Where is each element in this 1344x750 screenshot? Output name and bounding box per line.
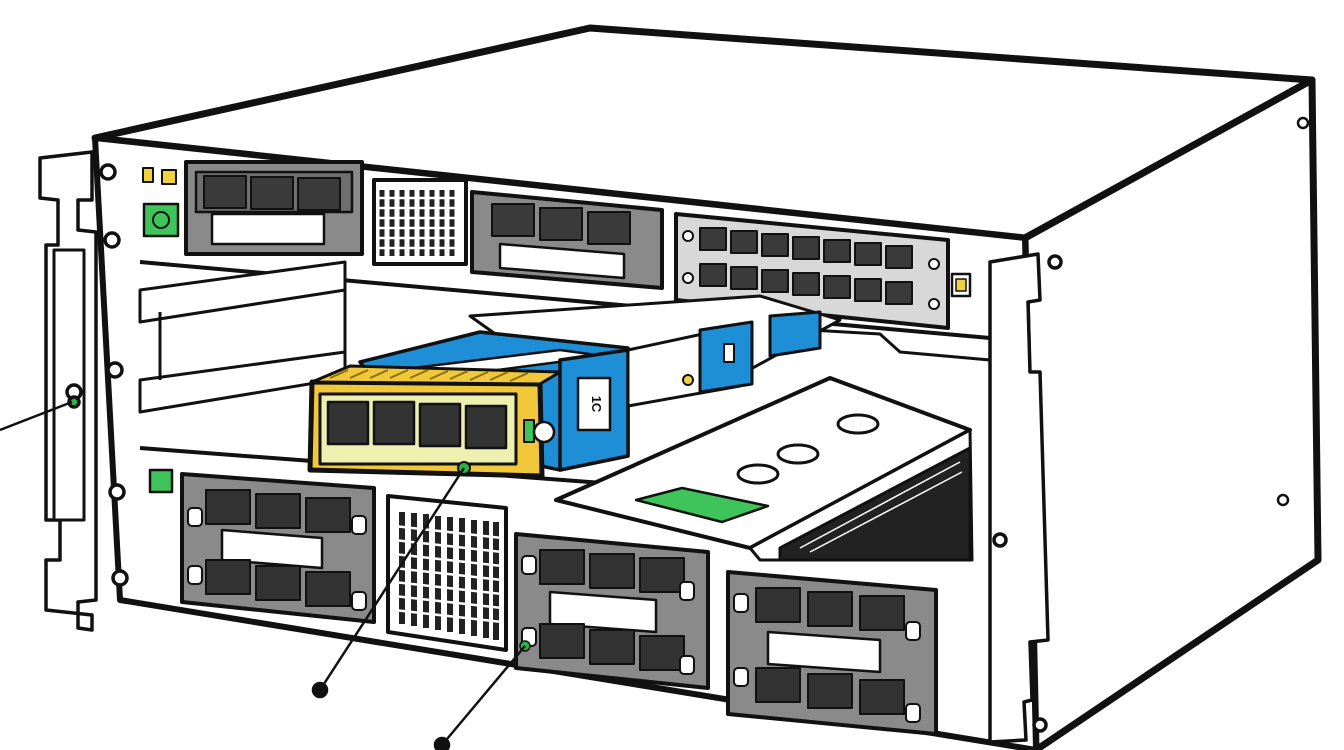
rj45-port-icon bbox=[823, 239, 851, 263]
rj45-module-6port bbox=[180, 472, 376, 624]
rj45-port-icon bbox=[730, 266, 758, 290]
rj45-port-icon bbox=[297, 177, 341, 211]
rj45-port-icon bbox=[792, 236, 820, 260]
rj45-port-icon bbox=[807, 673, 853, 709]
callout-line-adapter bbox=[318, 467, 466, 691]
rj45-adapter-4port bbox=[307, 364, 562, 479]
rj45-port-icon bbox=[305, 497, 351, 533]
rj45-port-icon bbox=[250, 176, 294, 210]
module-label-blank bbox=[210, 212, 326, 246]
rj45-port-icon bbox=[755, 587, 801, 623]
ear-screw-icon bbox=[103, 231, 121, 249]
module-label-blank bbox=[220, 528, 324, 570]
rj45-port-icon bbox=[587, 211, 631, 245]
left-rack-ear bbox=[38, 150, 129, 632]
transceiver-tag bbox=[576, 376, 612, 432]
rj45-port-icon bbox=[255, 493, 301, 529]
vent-grille bbox=[386, 494, 508, 652]
rj45-port-icon bbox=[539, 623, 585, 659]
sled-green-label bbox=[634, 486, 770, 524]
module-label-blank bbox=[498, 242, 626, 280]
sled-hole-icon bbox=[736, 463, 780, 485]
thumbscrew-icon bbox=[532, 420, 556, 444]
rj45-port-icon bbox=[859, 679, 905, 715]
ear-screw-icon bbox=[106, 361, 124, 379]
rj45-port-icon bbox=[755, 667, 801, 703]
callout-line-module bbox=[441, 645, 526, 746]
rj45-port-icon bbox=[639, 557, 685, 593]
transceiver-stack: 1C bbox=[358, 294, 842, 472]
rj45-port-icon bbox=[589, 629, 635, 665]
side-screw-icon bbox=[1296, 116, 1310, 130]
ear-screw-icon bbox=[111, 569, 129, 587]
rj45-port-icon bbox=[730, 230, 758, 254]
rj45-port-icon bbox=[305, 571, 351, 607]
rj45-port-icon bbox=[205, 489, 251, 525]
rj45-port-icon bbox=[699, 227, 727, 251]
rj45-module-3port bbox=[470, 190, 664, 290]
ear-screw-icon bbox=[992, 532, 1008, 548]
rj45-module-14port bbox=[674, 212, 950, 330]
callout-line-left bbox=[0, 400, 73, 432]
rj45-port-icon bbox=[859, 595, 905, 631]
transceiver-tag-text: 1C bbox=[589, 396, 604, 413]
rj45-port-icon bbox=[761, 233, 789, 257]
rj45-port-icon bbox=[792, 272, 820, 296]
rj45-port-icon bbox=[539, 549, 585, 585]
vent-grille bbox=[372, 178, 468, 266]
status-led-icon bbox=[142, 167, 154, 183]
ear-screw-icon bbox=[99, 163, 117, 181]
rj45-module-6port bbox=[726, 570, 938, 736]
rj45-port-icon bbox=[823, 275, 851, 299]
rj45-module-6port bbox=[514, 532, 710, 690]
bottom-module-row bbox=[148, 468, 938, 736]
rj45-port-icon bbox=[885, 281, 913, 305]
callout-leaders bbox=[0, 400, 526, 750]
rj45-port-icon bbox=[491, 203, 535, 237]
side-screw-icon bbox=[1276, 493, 1290, 507]
rj45-port-icon bbox=[761, 269, 789, 293]
rj45-port-icon bbox=[699, 263, 727, 287]
rj45-module-3port bbox=[184, 160, 364, 256]
sled-hole-icon bbox=[776, 443, 820, 465]
rj45-port-icon bbox=[418, 402, 462, 448]
rj45-port-icon bbox=[255, 565, 301, 601]
rj45-port-icon bbox=[639, 635, 685, 671]
rj45-port-icon bbox=[807, 591, 853, 627]
rj45-port-icon bbox=[372, 400, 416, 446]
rj45-port-icon bbox=[464, 404, 508, 450]
status-led-icon bbox=[148, 468, 174, 494]
callout-dot bbox=[433, 736, 451, 750]
module-label-blank bbox=[766, 630, 882, 674]
rj45-port-icon bbox=[854, 278, 882, 302]
status-led-icon bbox=[161, 169, 177, 185]
latch-icon bbox=[682, 374, 694, 386]
rj45-port-icon bbox=[205, 559, 251, 595]
ear-screw-icon bbox=[1047, 254, 1063, 270]
ear-screw-icon bbox=[1032, 717, 1048, 733]
top-module-row bbox=[142, 160, 972, 330]
rj45-port-icon bbox=[203, 175, 247, 209]
drive-sled bbox=[554, 376, 974, 562]
rj45-port-icon bbox=[539, 207, 583, 241]
ear-screw-icon bbox=[108, 483, 126, 501]
callout-dot bbox=[311, 681, 329, 699]
sled-hole-icon bbox=[836, 413, 880, 435]
module-label-blank bbox=[548, 590, 658, 634]
rj45-port-icon bbox=[326, 400, 370, 446]
rj45-port-icon bbox=[854, 242, 882, 266]
rj45-port-icon bbox=[589, 553, 635, 589]
rj45-port-icon bbox=[885, 245, 913, 269]
right-rack-ear bbox=[988, 252, 1063, 744]
